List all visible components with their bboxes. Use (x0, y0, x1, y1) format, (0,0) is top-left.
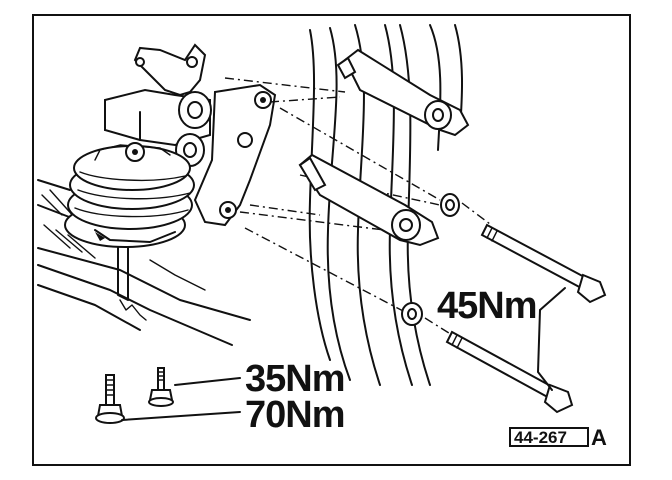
figure-reference: 44-267 A (509, 425, 607, 450)
washer-lower (401, 302, 423, 326)
lower-mount-bracket (298, 153, 440, 247)
diagram-frame (32, 14, 631, 466)
engine-mount (64, 43, 277, 248)
torque-label-70nm: 70Nm (245, 394, 345, 436)
long-bolt-lower (445, 330, 574, 414)
figure-reference-code: 44-267 (514, 428, 567, 447)
figure-reference-suffix: A (591, 425, 607, 450)
washer-upper (440, 193, 460, 217)
leader-lines (121, 287, 566, 421)
short-bolt-70nm (95, 374, 125, 424)
torque-label-45nm: 45Nm (437, 285, 537, 327)
upper-mount-bracket (336, 48, 470, 137)
engine-block (37, 179, 251, 346)
long-bolt-upper (480, 223, 607, 304)
short-bolt-35nm (148, 367, 174, 407)
torque-label-35nm: 35Nm (245, 358, 345, 400)
